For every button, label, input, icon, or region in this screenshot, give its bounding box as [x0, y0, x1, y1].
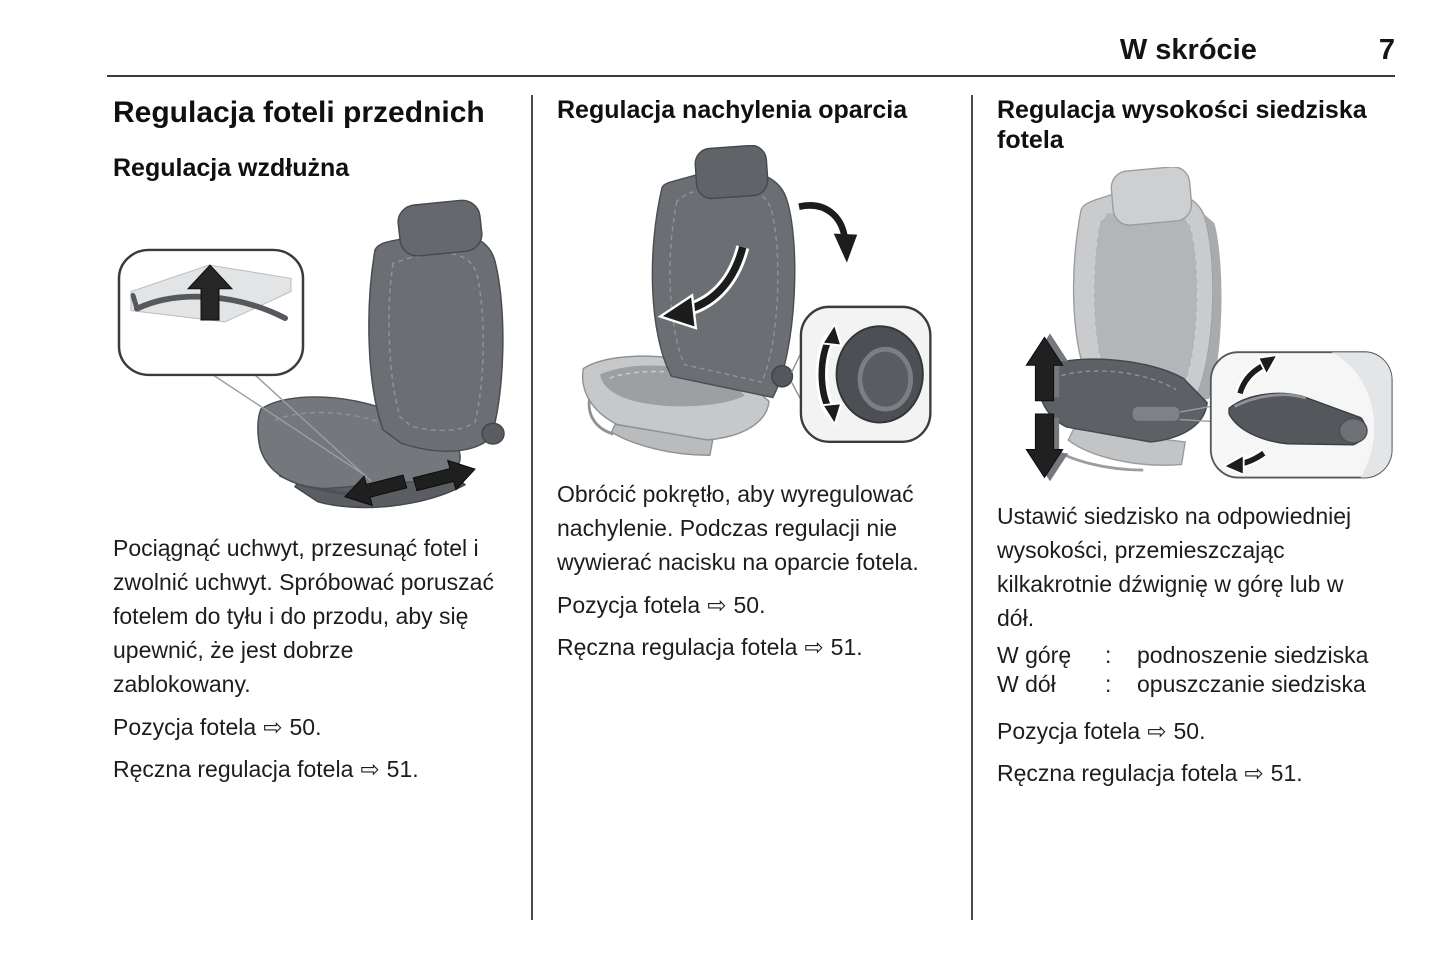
reference-page: 50.	[289, 714, 322, 740]
reference-label: Pozycja fotela	[113, 714, 257, 740]
seat-down-arrow-icon	[1025, 413, 1064, 479]
definition-term: W górę	[997, 642, 1072, 668]
knob-rotate-arrow-icon	[815, 322, 843, 427]
recline-backward-arrow-icon	[798, 202, 858, 263]
column-backrest-tilt-adjustment: Regulacja nachylenia oparcia	[557, 95, 951, 663]
column-longitudinal-adjustment: Regulacja foteli przednich Regulacja wzd…	[113, 95, 513, 785]
subsection-heading: Regulacja nachylenia oparcia	[557, 96, 908, 124]
reference-line: Ręczna regulacja fotela⇨51.	[113, 754, 513, 785]
reference-label: Ręczna regulacja fotela	[997, 760, 1238, 786]
body-paragraph: Obrócić pokrętło, aby wyregulować nachyl…	[557, 481, 919, 575]
page-number: 7	[1378, 34, 1395, 66]
body-paragraph: Ustawić siedzisko na odpowiedniej wysoko…	[997, 503, 1352, 631]
definition-description: opuszczanie siedziska	[1137, 671, 1366, 697]
reference-arrow-icon: ⇨	[707, 593, 727, 619]
slide-backward-arrow-icon	[344, 474, 408, 507]
section-heading: Regulacja foteli przednich	[113, 96, 485, 129]
seat-height-figure	[997, 167, 1401, 485]
height-lever-inset-callout	[1209, 351, 1393, 479]
reference-label: Ręczna regulacja fotela	[113, 756, 354, 782]
reference-arrow-icon: ⇨	[804, 635, 824, 661]
recline-knob-inset-callout	[799, 305, 932, 444]
backrest-tilt-illustration	[581, 145, 932, 457]
seat-height-illustration	[1025, 167, 1393, 482]
definition-term: W dół	[997, 671, 1056, 697]
column-divider-1	[531, 95, 533, 920]
definition-row: W górę : podnoszenie siedziska	[997, 641, 1401, 670]
reference-page: 50.	[733, 592, 766, 618]
slide-forward-arrow-icon	[412, 459, 476, 492]
chapter-title: W skrócie	[1119, 34, 1257, 66]
reference-line: Pozycja fotela⇨50.	[113, 712, 513, 743]
reference-page: 50.	[1173, 718, 1206, 744]
reference-arrow-icon: ⇨	[1147, 719, 1167, 745]
reference-page: 51.	[1270, 760, 1303, 786]
page-header: W skrócie 7	[107, 34, 1395, 67]
column-seat-height-adjustment: Regulacja wysokości siedziska fotela	[997, 95, 1401, 789]
reference-line: Pozycja fotela⇨50.	[557, 590, 951, 621]
reference-page: 51.	[386, 756, 419, 782]
reference-label: Pozycja fotela	[557, 592, 701, 618]
reference-arrow-icon: ⇨	[263, 715, 283, 741]
body-paragraph: Pociągnąć uchwyt, przesunąć fotel i zwol…	[113, 535, 494, 697]
definition-separator: :	[1105, 671, 1112, 697]
reference-label: Ręczna regulacja fotela	[557, 634, 798, 660]
reference-arrow-icon: ⇨	[360, 757, 380, 783]
reference-page: 51.	[830, 634, 863, 660]
handle-up-arrow-icon	[186, 264, 234, 321]
definition-row: W dół : opuszczanie siedziska	[997, 670, 1401, 699]
header-rule	[107, 75, 1395, 77]
lever-down-arrow-icon	[1221, 448, 1267, 477]
reference-line: Pozycja fotela⇨50.	[997, 716, 1401, 747]
lever-up-arrow-icon	[1235, 353, 1280, 396]
reference-line: Ręczna regulacja fotela⇨51.	[557, 632, 951, 663]
recline-knob	[481, 422, 505, 445]
definition-description: podnoszenie siedziska	[1137, 642, 1369, 668]
recline-forward-arrow-icon	[657, 245, 750, 330]
handle-inset-callout	[117, 248, 305, 377]
seat-up-arrow-icon	[1025, 336, 1064, 402]
definition-separator: :	[1105, 642, 1112, 668]
seat-longitudinal-figure	[113, 195, 513, 517]
column-divider-2	[971, 95, 973, 920]
subsection-heading: Regulacja wysokości siedziska fotela	[997, 96, 1367, 154]
direction-definition-list: W górę : podnoszenie siedziska W dół : o…	[997, 641, 1401, 699]
reference-arrow-icon: ⇨	[1244, 761, 1264, 787]
reference-label: Pozycja fotela	[997, 718, 1141, 744]
backrest-tilt-figure	[557, 145, 951, 463]
seat-longitudinal-illustration	[117, 199, 505, 509]
subsection-heading: Regulacja wzdłużna	[113, 154, 350, 182]
reference-line: Ręczna regulacja fotela⇨51.	[997, 758, 1401, 789]
